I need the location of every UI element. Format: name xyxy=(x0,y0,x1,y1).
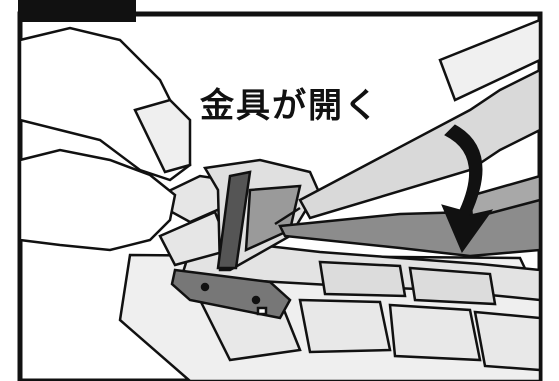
caption-text: 金具が開く xyxy=(200,78,380,127)
step-badge xyxy=(18,0,136,22)
